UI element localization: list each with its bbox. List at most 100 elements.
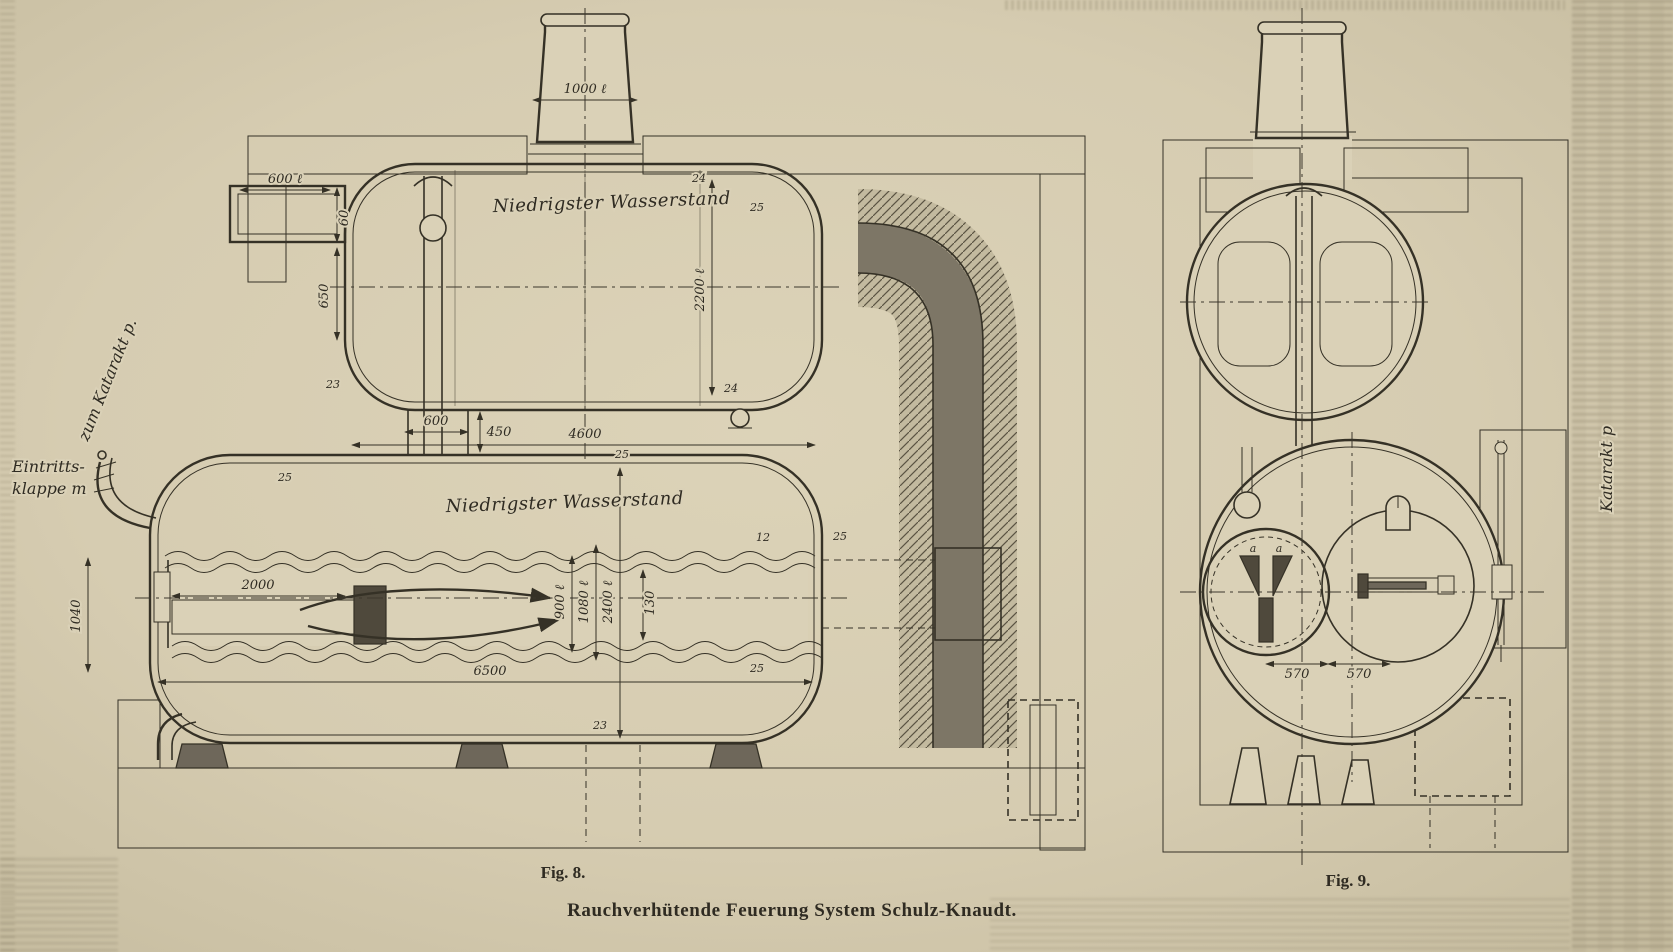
fig8-front-pier (117, 699, 161, 769)
dim-outlet-height: 60 (337, 210, 352, 227)
fig9-label-a-left: a (1250, 542, 1257, 555)
fig8-corrugation-bottom-inner (171, 653, 823, 663)
fig9-centerlines (1180, 8, 1548, 868)
fig8-feed-pipe-umbrella (413, 176, 453, 187)
dim-lower-drum-length: 6500 (473, 664, 506, 679)
fig9-upper-drum-section (1185, 182, 1425, 446)
fig9-kataract-apparatus (1491, 440, 1513, 662)
fig9-support-left (1229, 747, 1267, 805)
fig9-rubble-right (1343, 147, 1469, 213)
fig9-injector-endcap (1437, 575, 1455, 595)
fig8-masonry (117, 135, 1086, 851)
fig9-kataract-knob (1494, 441, 1508, 455)
fig9-standpipe-head (1233, 491, 1261, 519)
fig8-saddle-front (175, 743, 229, 769)
fig8-flue-outer-edge (857, 222, 984, 748)
dim-plate-25-front: 25 (277, 471, 292, 484)
fig9-katarakt-label: Katarakt p (1597, 426, 1616, 513)
fig9-dimensions: 570 570 (1265, 660, 1391, 684)
fig8-right-wall (1039, 173, 1086, 851)
dim-plate-25-right: 25 (832, 530, 847, 543)
dim-chimney-width: 1000 ℓ (564, 82, 607, 97)
fig8-caption: Fig. 8. (541, 863, 586, 882)
fig9-kataract-cylinder (1491, 564, 1513, 600)
fig9-labels: Katarakt p (1595, 424, 1618, 515)
dim-plate-12: 12 (756, 531, 770, 544)
dim-outlet-width: 600 ℓ (268, 172, 303, 187)
fig8-drain-elbow-inner (171, 721, 197, 760)
fig9-downcomer-umbrella (1285, 187, 1323, 197)
fig8-drawing: 1000 ℓ 600 ℓ 60 650 2200 ℓ 600 450 4600 … (9, 8, 1086, 851)
fig8-chimney (528, 13, 643, 155)
fig8-flue-duct (857, 223, 983, 748)
dim-plate-25-mid: 25 (614, 448, 629, 461)
fig9-funnel-stem (1258, 597, 1274, 643)
fig8-saddle-middle (455, 743, 509, 769)
dim-flue-1080: 1080 ℓ (577, 580, 592, 623)
dim-gap-130: 130 (643, 591, 658, 616)
fig8-left-wall (247, 173, 287, 283)
fig8-damper-shaft-dashed (1007, 699, 1079, 821)
dim-plate-25-end: 25 (749, 662, 764, 675)
fig8-valve-seat (730, 408, 750, 428)
fig9-injector-bar (1367, 581, 1427, 590)
fig8-outlet-box-inner (237, 193, 338, 235)
fig8-inlet-hook (97, 450, 107, 460)
dim-570-left: 570 (1285, 667, 1310, 682)
fig8-zum-katarakt-label: zum Katarakt p. (74, 316, 141, 445)
fig8-lower-waterline-label: Niedrigster Wasserstand (444, 488, 684, 517)
fig9-label-a-right: a (1276, 542, 1283, 555)
fig8-outlet-box (228, 184, 347, 244)
fig8-flue-inner-edge (857, 272, 934, 748)
dim-outlet-drop: 650 (317, 284, 332, 309)
fig8-flame-arrow-upper (299, 587, 553, 612)
dim-grate-length: 2000 (240, 578, 274, 593)
captions: Fig. 8. Fig. 9. Rauchverhütende Feuerung… (541, 863, 1371, 921)
fig9-funnel-right-half (1272, 555, 1293, 597)
fig9-valve-dome (1385, 495, 1411, 531)
fig8-labels: Niedrigster Wasserstand Niedrigster Wass… (9, 186, 733, 519)
fig8-eintritts-label-line2: klappe m (12, 479, 87, 498)
dim-neck-width: 600 (424, 414, 449, 429)
fig8-eintritts-label-line1: Eintritts- (11, 457, 85, 476)
fig9-caption: Fig. 9. (1326, 871, 1371, 890)
fig9-injector-head (1357, 573, 1369, 599)
fig8-saddle-rear (709, 743, 763, 769)
fig8-damper-shaft (1029, 704, 1057, 816)
fig8-corrugation-top-inner (164, 563, 816, 573)
dim-front-height: 1040 (69, 599, 84, 632)
fig8-corrugation-bottom-outer (171, 641, 823, 651)
dim-plate-24-right: 24 (723, 382, 738, 395)
dim-plate-23-left: 23 (325, 378, 340, 391)
fig9-drawing: a a (1162, 8, 1618, 868)
dim-plate-25-top-right: 25 (749, 201, 764, 214)
fig8-inlet-pipe-inner (109, 457, 157, 519)
fig8-upper-waterline-label: Niedrigster Wasserstand (491, 188, 731, 217)
fig8-inlet-flange-2 (93, 473, 115, 481)
fig8-lower-drum-shell (148, 453, 824, 745)
fig8-rear-damper-box (934, 547, 1002, 641)
fig8-foundation (117, 767, 1086, 849)
fig8-flame-arrow-lower (307, 617, 561, 641)
fig8-fire-door (153, 571, 171, 623)
fig9-chimney (1250, 21, 1356, 140)
dim-flue-900: 900 ℓ (553, 584, 568, 619)
fig8-drain-elbow-outer (156, 712, 183, 760)
main-caption: Rauchverhütende Feuerung System Schulz-K… (567, 900, 1017, 921)
dim-plate-23-bottom: 23 (592, 719, 607, 732)
fig9-support-middle (1287, 755, 1321, 805)
fig8-lower-drum (148, 453, 1002, 769)
fig8-inlet-flange-1 (95, 461, 117, 469)
fig9-tube-bank-right (1319, 241, 1393, 367)
dim-upper-drum-length: 4600 (567, 427, 601, 442)
fig8-corrugation-top-outer (164, 551, 816, 561)
fig9-dashed-duct (1414, 697, 1511, 797)
dim-neck-height: 450 (486, 425, 512, 440)
fig9-tube-bank-left (1217, 241, 1291, 367)
fig8-feed-pipe-valve (419, 214, 447, 242)
dim-upper-drum-diameter: 2200 ℓ (693, 268, 708, 312)
fig8-inlet-flange-3 (93, 487, 115, 493)
fig8-top-wall-left (247, 135, 528, 175)
